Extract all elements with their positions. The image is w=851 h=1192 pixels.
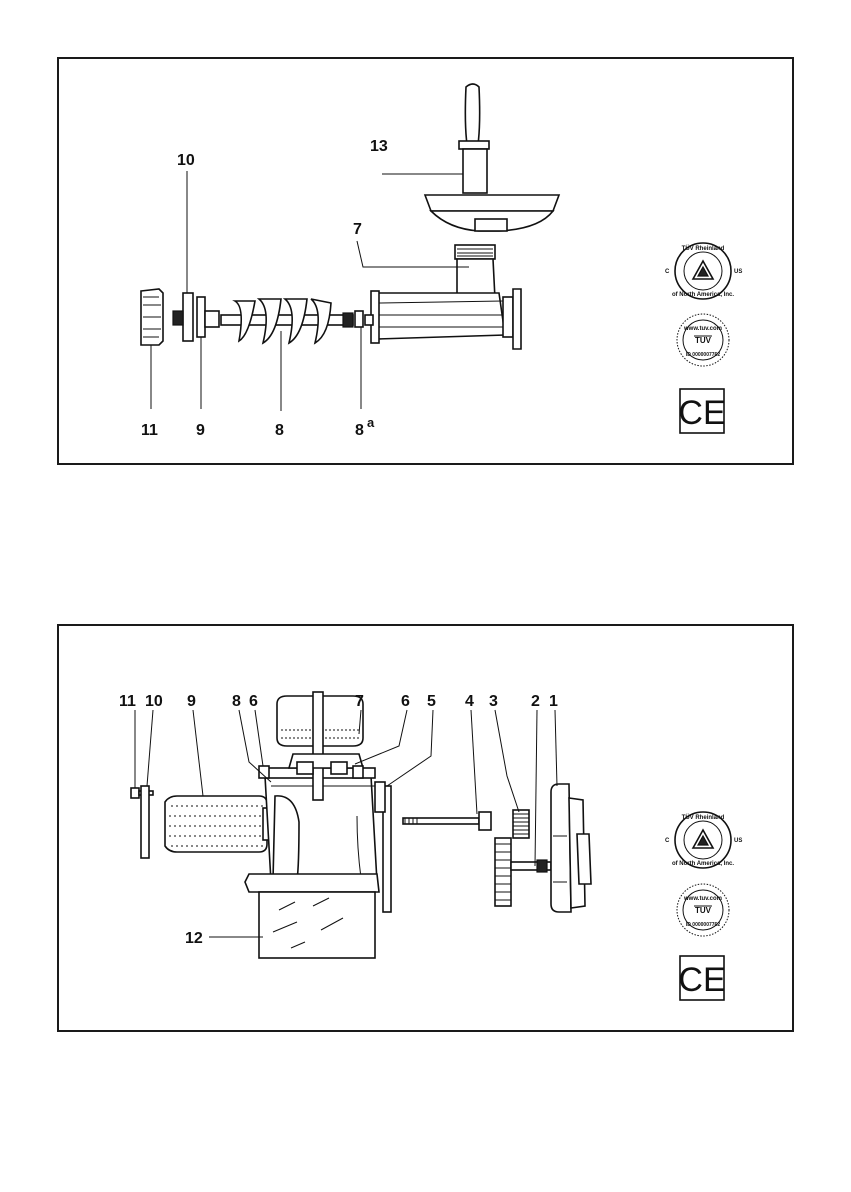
svg-text:CE: CE bbox=[678, 394, 725, 432]
label-part-8: 8 bbox=[232, 693, 241, 710]
label-part-10: 10 bbox=[145, 693, 163, 710]
label-part-9: 9 bbox=[187, 693, 196, 710]
svg-text:ID 0000007762: ID 0000007762 bbox=[686, 922, 720, 928]
svg-text:TÜV Rheinland: TÜV Rheinland bbox=[682, 814, 725, 821]
svg-text:www.tuv.com: www.tuv.com bbox=[683, 896, 722, 902]
svg-text:www.tuv.com: www.tuv.com bbox=[683, 326, 722, 332]
shaft-part-4 bbox=[403, 812, 491, 830]
svg-text:C: C bbox=[665, 838, 670, 844]
perforated-disc-part-10 bbox=[173, 293, 193, 341]
tuv-certification-seal: www.tuv.com TÜV ID 0000007762 bbox=[677, 314, 729, 366]
leader-line-7 bbox=[357, 241, 469, 267]
ring-nut-part-11 bbox=[141, 289, 163, 345]
feed-tray bbox=[425, 195, 559, 231]
svg-text:US: US bbox=[734, 838, 742, 844]
label-part-6-right: 6 bbox=[401, 693, 410, 710]
plate-part-10 bbox=[141, 786, 149, 858]
label-part-13: 13 bbox=[370, 138, 388, 155]
label-part-8a-superscript: a bbox=[367, 415, 375, 430]
leader-line-6-left bbox=[255, 710, 263, 766]
gasket-clip bbox=[375, 782, 385, 812]
label-part-4: 4 bbox=[465, 693, 474, 710]
tuv-rheinland-logo: TÜV Rheinland of North America, Inc. C U… bbox=[665, 812, 742, 868]
label-part-2: 2 bbox=[531, 693, 540, 710]
grater-diagram-panel: 11 10 9 8 6 7 6 5 4 3 2 1 12 TÜV Rheinla… bbox=[57, 624, 794, 1032]
label-part-11: 11 bbox=[119, 693, 136, 710]
svg-text:US: US bbox=[734, 269, 742, 275]
container-part-12 bbox=[245, 874, 379, 958]
label-part-11: 11 bbox=[141, 422, 158, 439]
label-part-8a: 8 bbox=[355, 422, 364, 439]
label-part-6-left: 6 bbox=[249, 693, 258, 710]
leader-line-9 bbox=[193, 710, 203, 796]
pusher-part-13 bbox=[459, 84, 489, 193]
gear-part-3 bbox=[513, 810, 529, 838]
grater-exploded-view: 11 10 9 8 6 7 6 5 4 3 2 1 12 TÜV Rheinla… bbox=[59, 626, 796, 1034]
svg-text:of North America, Inc.: of North America, Inc. bbox=[672, 861, 734, 867]
label-part-12: 12 bbox=[185, 930, 203, 947]
label-part-7: 7 bbox=[353, 221, 362, 238]
label-part-8: 8 bbox=[275, 422, 284, 439]
label-part-5: 5 bbox=[427, 693, 436, 710]
label-part-1: 1 bbox=[549, 693, 558, 710]
leader-line-4 bbox=[471, 710, 477, 814]
leader-line-2 bbox=[535, 710, 537, 866]
gearbox-housing-part-1 bbox=[551, 784, 591, 912]
knife-part-9 bbox=[197, 297, 219, 337]
grater-drum-part-9 bbox=[165, 796, 273, 852]
tuv-rheinland-logo: TÜV Rheinland of North America, Inc. C U… bbox=[665, 243, 742, 299]
svg-text:TÜV Rheinland: TÜV Rheinland bbox=[682, 245, 725, 252]
svg-text:CE: CE bbox=[678, 961, 725, 999]
meat-grinder-diagram-panel: 13 10 7 11 9 8 8 a TÜV Rheinland of Nort… bbox=[57, 57, 794, 465]
label-part-7: 7 bbox=[355, 693, 364, 710]
ce-mark: CE bbox=[678, 956, 725, 1000]
label-part-3: 3 bbox=[489, 693, 498, 710]
grinder-body-part-7 bbox=[371, 245, 521, 349]
svg-text:TÜV: TÜV bbox=[695, 336, 712, 345]
meat-grinder-exploded-view: 13 10 7 11 9 8 8 a TÜV Rheinland of Nort… bbox=[59, 59, 796, 467]
ce-mark: CE bbox=[678, 389, 725, 433]
leader-line-1 bbox=[555, 710, 557, 786]
tuv-certification-seal: www.tuv.com TÜV ID 0000007762 bbox=[677, 884, 729, 936]
svg-text:ID 0000007762: ID 0000007762 bbox=[686, 352, 720, 358]
gear-part-2 bbox=[495, 838, 551, 906]
svg-text:of North America, Inc.: of North America, Inc. bbox=[672, 292, 734, 298]
label-part-10: 10 bbox=[177, 152, 195, 169]
leader-line-3 bbox=[495, 710, 519, 812]
svg-text:TÜV: TÜV bbox=[695, 906, 712, 915]
svg-text:C: C bbox=[665, 269, 670, 275]
auger-part-8 bbox=[221, 299, 353, 343]
leader-line-10 bbox=[147, 710, 153, 786]
label-part-9: 9 bbox=[196, 422, 205, 439]
